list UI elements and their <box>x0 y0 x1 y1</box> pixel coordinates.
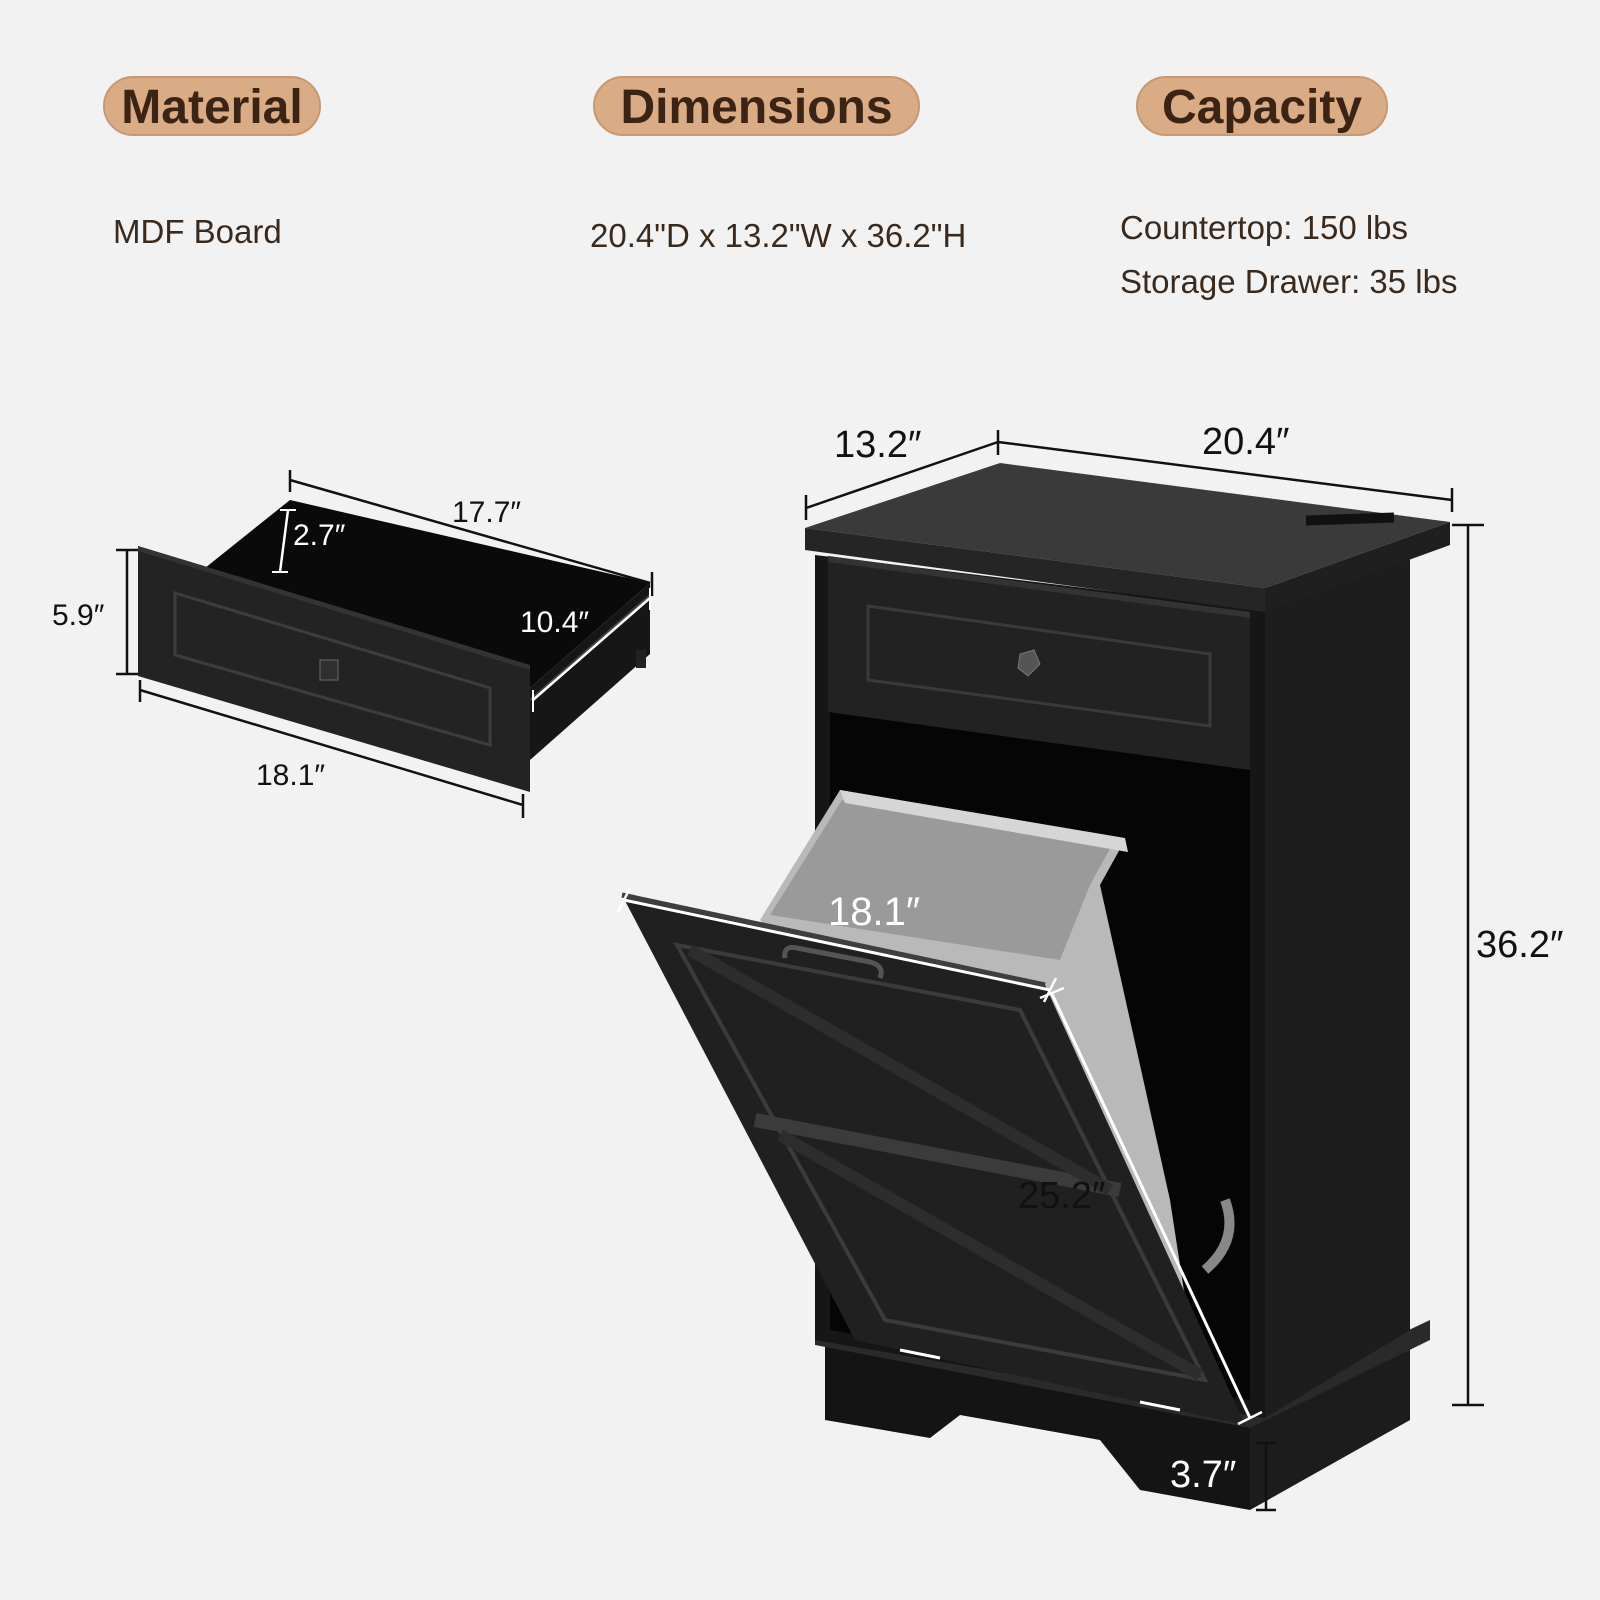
drawer-front-width-label: 18.1″ <box>256 759 325 792</box>
capacity-heading: Capacity <box>1136 76 1388 136</box>
drawer-inner-width-label: 10.4″ <box>520 606 589 639</box>
material-value: MDF Board <box>113 213 282 250</box>
capacity-countertop: Countertop: 150 lbs <box>1120 209 1409 246</box>
drawer-illustration <box>116 470 654 818</box>
drawer-length-label: 17.7″ <box>452 496 521 529</box>
bin-width-label: 18.1″ <box>828 890 920 934</box>
material-heading: Material <box>103 76 321 136</box>
drawer-height-label: 5.9″ <box>52 599 105 632</box>
cabinet-width-label: 13.2″ <box>834 424 921 466</box>
dimensions-heading: Dimensions <box>593 76 920 136</box>
cabinet-height-label: 36.2″ <box>1476 924 1563 966</box>
cabinet-illustration <box>616 430 1484 1512</box>
door-height-label: 25.2″ <box>1018 1175 1105 1217</box>
base-height-label: 3.7″ <box>1170 1454 1236 1496</box>
dimensions-value: 20.4"D x 13.2"W x 36.2"H <box>590 217 967 254</box>
cabinet-depth-label: 20.4″ <box>1202 421 1289 463</box>
drawer-inner-depth-label: 2.7″ <box>293 519 346 552</box>
capacity-drawer: Storage Drawer: 35 lbs <box>1120 263 1458 300</box>
